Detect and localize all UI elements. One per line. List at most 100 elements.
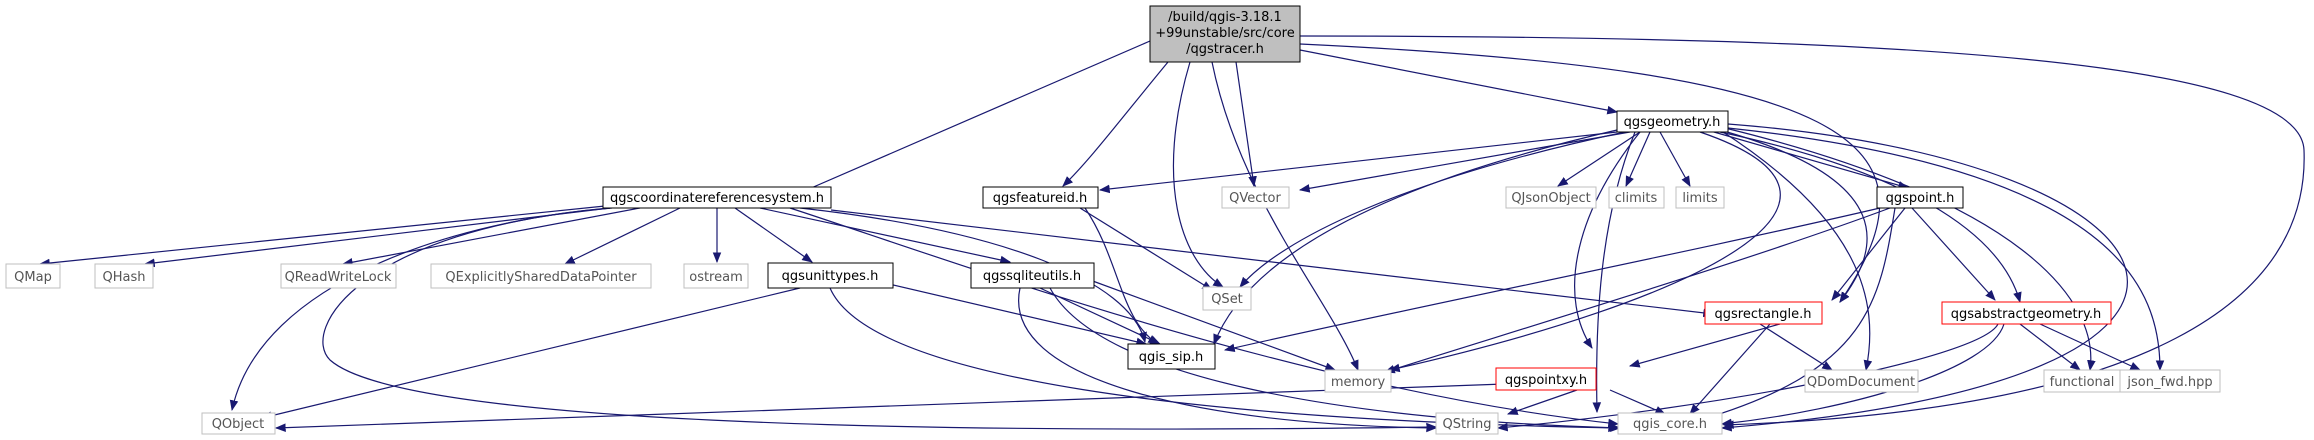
edge-geom-qgsabstractgeometry (1719, 131, 2022, 304)
node-qset-label: QSet (1211, 292, 1243, 307)
node-ostream-label: ostream (689, 270, 743, 285)
edge-crs-qstring (322, 207, 1438, 432)
node-qmap: QMap (5, 263, 61, 289)
node-qgscoordinatereferencesystem[interactable]: qgscoordinatereferencesystem.h (602, 186, 832, 209)
node-qgspoint[interactable]: qgspoint.h (1876, 186, 1964, 209)
edge-featureid-qset (1079, 207, 1213, 291)
edge-geom-qgis_sip (1213, 129, 1618, 346)
edge-geom-qgis_core (1720, 123, 2128, 432)
edge-crs-qgis_sip (799, 207, 1147, 344)
edge-crs-qhash (143, 207, 611, 268)
edge-point-qgsabstractgeometry (1911, 207, 1996, 301)
edges (38, 35, 2305, 433)
edge-geom-qvector (1298, 131, 1631, 193)
node-qstring: QString (1435, 412, 1499, 435)
edge-root-qvector (1235, 61, 1257, 188)
root-path-line2: +99unstable/src/core (1155, 26, 1295, 41)
node-qgsunittypes[interactable]: qgsunittypes.h (767, 262, 894, 289)
node-qgspoint-label: qgspoint.h (1886, 191, 1955, 206)
edge-geom-qgspointxy (1574, 131, 1641, 349)
node-qjsonobject-label: QJsonObject (1511, 191, 1590, 206)
node-qgspointxy[interactable]: qgspointxy.h (1495, 367, 1597, 391)
node-qgsunittypes-label: qgsunittypes.h (782, 269, 879, 284)
node-qgsfeatureid-label: qgsfeatureid.h (993, 191, 1087, 206)
node-qgis-sip-label: qgis_sip.h (1139, 350, 1203, 365)
edge-geom-functional (1724, 127, 2096, 372)
edge-crs-qmap (38, 205, 606, 268)
edge-crs-qgsunittypes (734, 207, 813, 263)
edge-featureid-qgis_sip (1084, 207, 1159, 345)
node-qgsgeometry[interactable]: qgsgeometry.h (1616, 110, 1729, 133)
edge-sqlite-qgis_sip (1039, 287, 1161, 345)
node-limits-label: limits (1682, 191, 1718, 206)
node-qgsrectangle-label: qgsrectangle.h (1714, 307, 1811, 322)
edge-root-qgsgeometry (1299, 49, 1619, 115)
edge-abs-functional (2019, 323, 2081, 371)
edge-root-qgsrectangle (1299, 43, 1881, 303)
edge-crs-qgssqliteutils (759, 207, 1012, 265)
edge-rect-qgspointxy (1628, 323, 1781, 368)
edge-crs-qgis_core (789, 207, 1620, 428)
edge-point-qgis_core (1698, 207, 1896, 422)
node-qgsfeatureid[interactable]: qgsfeatureid.h (982, 186, 1099, 209)
edge-abs-json_fwd (2039, 323, 2141, 371)
node-json-fwd-label: json_fwd.hpp (2126, 375, 2212, 390)
edge-geom-qgsfeatureid (1098, 131, 1618, 194)
edge-geom-qstring (1592, 131, 1636, 414)
edge-crs-qgsrectangle (830, 209, 1715, 318)
node-qgssqliteutils[interactable]: qgssqliteutils.h (970, 262, 1095, 289)
edge-units-qgis_sip (871, 279, 1148, 346)
node-qgis-sip[interactable]: qgis_sip.h (1127, 343, 1216, 370)
edge-geom-json_fwd (1727, 127, 2165, 372)
node-ostream: ostream (683, 263, 749, 289)
edge-root-memory (1211, 61, 1359, 372)
edge-root-qgsfeatureid (1062, 61, 1169, 187)
node-functional-label: functional (2050, 375, 2115, 390)
edge-point-qgsrectangle (1831, 207, 1906, 301)
edge-geom-qset (1239, 131, 1626, 288)
edge-sqlite-qgis_core (1049, 287, 1622, 433)
edge-root-qset (1172, 61, 1224, 288)
node-memory-label: memory (1331, 375, 1386, 390)
edge-geom-qgspoint (1699, 127, 1910, 190)
edge-rect-qgis_core (1689, 323, 1771, 415)
edge-units-qobject (260, 287, 801, 420)
nodes: /build/qgis-3.18.1 +99unstable/src/core … (5, 5, 2221, 435)
edge-geom-qgsrectangle (1719, 129, 1868, 303)
node-qdomdocument: QDomDocument (1804, 369, 1919, 393)
node-qobject-label: QObject (212, 417, 265, 432)
node-qdomdocument-label: QDomDocument (1807, 375, 1915, 390)
edge-point-qgis_sip (1223, 207, 1881, 353)
node-qset: QSet (1202, 286, 1252, 311)
node-qvector: QVector (1221, 186, 1290, 209)
node-functional: functional (2043, 369, 2121, 393)
edge-geom-memory (1388, 131, 1781, 373)
edge-rect-qdomdocument (1759, 323, 1833, 371)
node-qgstracer-root: /build/qgis-3.18.1 +99unstable/src/core … (1149, 5, 1301, 63)
edge-pointxy-qgis_core (1609, 389, 1666, 415)
node-qexplicitlyshareddatapointer-label: QExplicitlySharedDataPointer (445, 270, 637, 285)
node-qgsrectangle[interactable]: qgsrectangle.h (1704, 301, 1823, 325)
node-qreadwritelock: QReadWriteLock (280, 263, 397, 289)
node-qjsonobject: QJsonObject (1505, 186, 1597, 209)
node-qgis-core-label: qgis_core.h (1633, 417, 1707, 432)
node-qobject: QObject (201, 412, 276, 435)
edge-crs-qreadwritelock (341, 207, 641, 267)
edge-pointxy-qstring (1506, 389, 1578, 415)
node-qvector-label: QVector (1229, 191, 1281, 206)
edge-root-qgis_core (1299, 35, 2305, 429)
node-qgis-core: qgis_core.h (1617, 412, 1723, 435)
node-qexplicitlyshareddatapointer: QExplicitlySharedDataPointer (430, 263, 652, 289)
node-qhash-label: QHash (103, 270, 146, 285)
node-qgsabstractgeometry[interactable]: qgsabstractgeometry.h (1941, 301, 2112, 325)
edge-sqlite-memory (1089, 279, 1337, 371)
node-qgssqliteutils-label: qgssqliteutils.h (983, 269, 1081, 284)
node-limits: limits (1675, 186, 1725, 209)
node-qmap-label: QMap (14, 270, 52, 285)
node-memory: memory (1324, 369, 1392, 393)
node-qgspointxy-label: qgspointxy.h (1505, 373, 1587, 388)
edge-crs-qexplicitly (564, 207, 681, 265)
edge-geom-qdomdocument (1719, 129, 1873, 372)
root-path-line3: /qgstracer.h (1186, 42, 1264, 57)
